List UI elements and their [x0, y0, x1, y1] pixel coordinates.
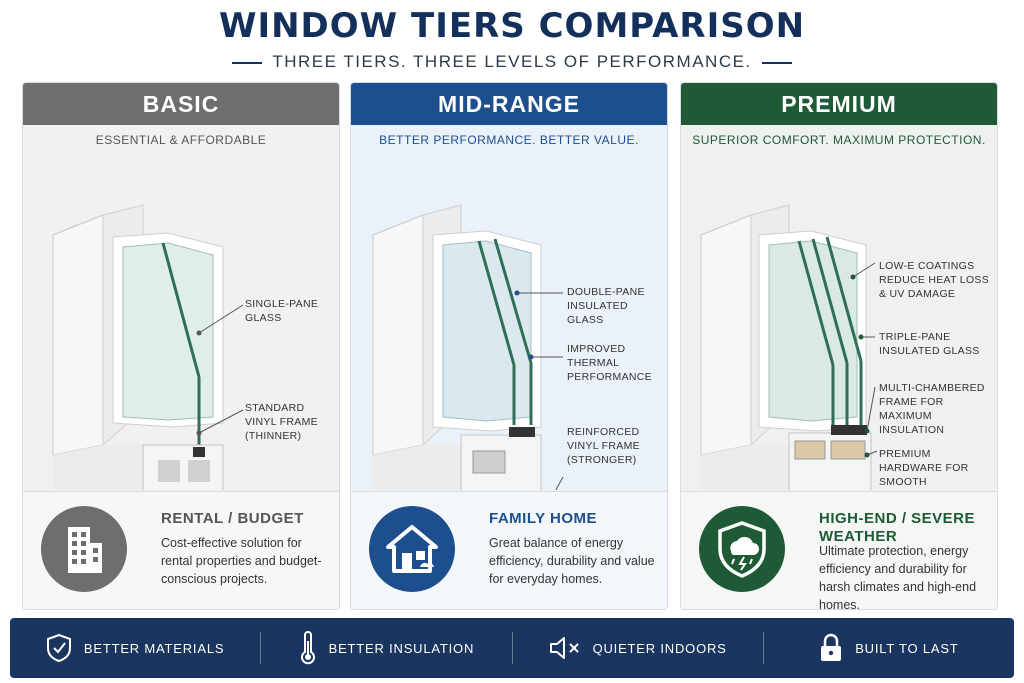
subtitle-rule-left — [232, 61, 263, 64]
mute-speaker-icon — [549, 637, 579, 659]
callout-triple-pane: TRIPLE-PANE INSULATED GLASS — [879, 331, 980, 357]
window-illustration-basic: SINGLE-PANE GLASS STANDARD VINYL FRAME (… — [23, 155, 339, 536]
feature-quieter-indoors: QUIETER INDOORS — [513, 635, 763, 661]
triple-pane-window-icon — [700, 204, 897, 536]
use-desc-basic: Cost-effective solution for rental prope… — [161, 536, 322, 586]
page-subtitle: THREE TIERS. THREE LEVELS OF PERFORMANCE… — [0, 52, 1024, 72]
feature-divider — [511, 632, 513, 664]
use-case-premium: HIGH-END / SEVERE WEATHER Ultimate prote… — [681, 491, 997, 610]
callout-single-pane: SINGLE-PANE GLASS — [245, 298, 319, 324]
use-title-premium: HIGH-END / SEVERE WEATHER — [819, 510, 976, 545]
feature-divider — [762, 632, 764, 664]
page-title: WINDOW TIERS COMPARISON — [218, 6, 806, 46]
tier-tagline-mid-range: BETTER PERFORMANCE. BETTER VALUE. — [379, 133, 639, 147]
feature-divider — [260, 632, 262, 664]
thermometer-icon — [300, 631, 315, 665]
feature-built-to-last: BUILT TO LAST — [764, 633, 1014, 663]
use-desc-premium: Ultimate protection, energy efficiency a… — [819, 544, 977, 610]
window-illustration-premium: LOW-E COATINGS REDUCE HEAT LOSS & UV DAM… — [681, 155, 997, 536]
subtitle-text: THREE TIERS. THREE LEVELS OF PERFORMANCE… — [272, 52, 752, 71]
features-bar: BETTER MATERIALS BETTER INSULATION QUIET… — [10, 618, 1014, 678]
callout-low-e: LOW-E COATINGS REDUCE HEAT LOSS & UV DAM… — [879, 260, 990, 300]
feature-label: QUIETER INDOORS — [592, 640, 727, 656]
callout-thermal: IMPROVED THERMAL PERFORMANCE — [567, 343, 652, 383]
callout-standard-frame: STANDARD VINYL FRAME (THINNER) — [245, 402, 318, 442]
tier-header-basic: BASIC — [23, 83, 339, 125]
callout-multi-chambered: MULTI-CHAMBERED FRAME FOR MAXIMUM INSULA… — [879, 382, 985, 436]
tier-tagline-basic: ESSENTIAL & AFFORDABLE — [95, 133, 267, 147]
use-case-basic: RENTAL / BUDGET Cost-effective solution … — [23, 491, 339, 609]
callout-double-pane: DOUBLE-PANE INSULATED GLASS — [567, 286, 645, 326]
use-title-mid-range: FAMILY HOME — [489, 510, 598, 527]
building-icon — [41, 506, 127, 592]
feature-better-materials: BETTER MATERIALS — [10, 633, 260, 663]
tier-header-mid-range: MID-RANGE — [351, 83, 667, 125]
house-icon — [369, 506, 455, 592]
feature-label: BETTER MATERIALS — [83, 640, 225, 656]
lock-icon — [821, 633, 842, 661]
tier-card-premium: PREMIUM SUPERIOR COMFORT. MAXIMUM PROTEC… — [680, 82, 998, 610]
tier-header-premium: PREMIUM — [681, 83, 997, 125]
tier-tagline-premium: SUPERIOR COMFORT. MAXIMUM PROTECTION. — [692, 133, 986, 147]
storm-shield-icon — [699, 506, 785, 592]
shield-check-icon — [46, 633, 71, 663]
window-illustration-mid-range: DOUBLE-PANE INSULATED GLASS IMPROVED THE… — [351, 155, 667, 536]
use-case-mid-range: FAMILY HOME Great balance of energy effi… — [351, 491, 667, 609]
use-title-basic: RENTAL / BUDGET — [161, 510, 304, 527]
feature-label: BUILT TO LAST — [855, 640, 959, 656]
tier-card-basic: BASIC ESSENTIAL & AFFORDABLE SINGLE-PANE… — [22, 82, 340, 610]
callout-reinforced-frame: REINFORCED VINYL FRAME (STRONGER) — [567, 426, 640, 466]
feature-better-insulation: BETTER INSULATION — [261, 631, 511, 665]
tier-card-mid-range: MID-RANGE BETTER PERFORMANCE. BETTER VAL… — [350, 82, 668, 610]
subtitle-rule-right — [761, 61, 792, 64]
use-desc-mid-range: Great balance of energy efficiency, dura… — [489, 536, 655, 586]
feature-label: BETTER INSULATION — [328, 640, 475, 656]
